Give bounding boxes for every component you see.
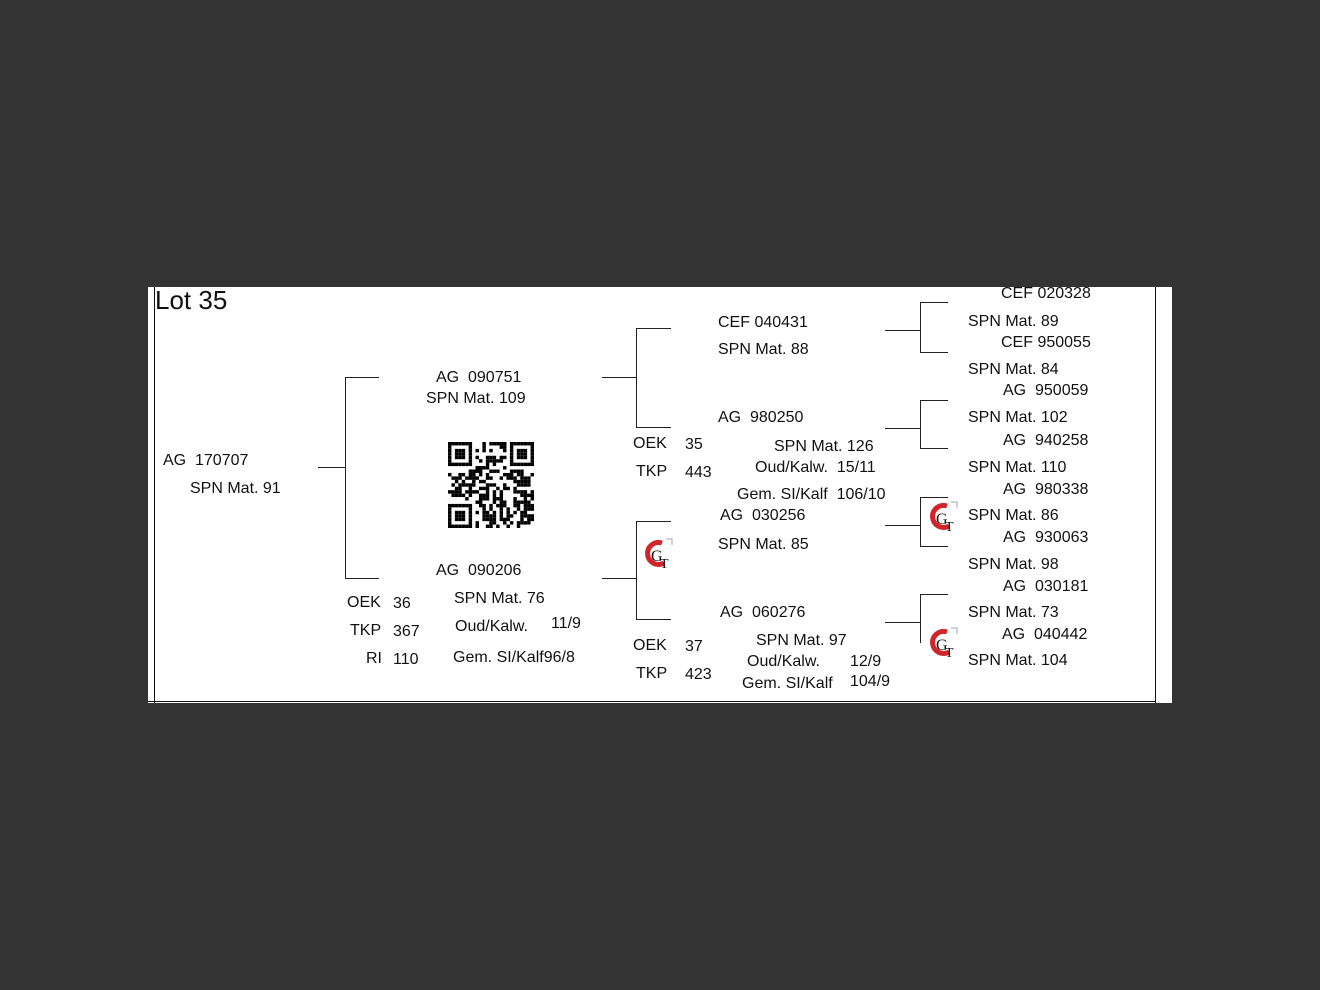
dam-tkp: 367 — [393, 623, 420, 640]
sire-spn: SPN Mat. 109 — [426, 390, 526, 407]
dam-dam-oud-label: Oud/Kalw. — [747, 653, 820, 670]
gen4-id: AG 930063 — [1003, 529, 1089, 546]
connector — [920, 497, 921, 546]
connector — [920, 594, 948, 595]
connector — [636, 619, 671, 620]
connector — [885, 428, 920, 429]
connector — [885, 622, 920, 623]
bottom-border — [148, 701, 1156, 702]
svg-text:T: T — [945, 520, 954, 534]
sire-dam-id: AG 980250 — [718, 409, 804, 426]
dam-dam-id: AG 060276 — [720, 604, 806, 621]
connector — [602, 578, 636, 579]
gen4-id: AG 980338 — [1003, 481, 1089, 498]
dam-dam-gem-label: Gem. SI/Kalf — [742, 675, 833, 692]
svg-text:G: G — [651, 548, 663, 565]
svg-text:G: G — [936, 637, 948, 654]
connector — [636, 328, 637, 427]
right-border — [1155, 287, 1156, 703]
dam-gem: Gem. SI/Kalf96/8 — [453, 649, 575, 666]
dam-oek-label: OEK — [347, 594, 381, 611]
connector — [636, 521, 671, 522]
dam-dam-gem: 104/9 — [850, 673, 891, 690]
gen4-id: AG 040442 — [1002, 626, 1088, 643]
connector — [920, 448, 948, 449]
connector — [345, 377, 346, 578]
sire-id: AG 090751 — [436, 369, 522, 386]
gen4-spn: SPN Mat. 102 — [968, 409, 1068, 426]
dam-id: AG 090206 — [436, 562, 522, 579]
connector — [885, 525, 920, 526]
sire-dam-spn: SPN Mat. 126 — [774, 438, 874, 455]
connector — [920, 497, 948, 498]
gen4-spn: SPN Mat. 98 — [968, 556, 1059, 573]
subject-spn: SPN Mat. 91 — [190, 480, 281, 497]
sire-dam-oek-label: OEK — [633, 435, 667, 452]
dam-sire-id: AG 030256 — [720, 507, 806, 524]
dam-dam-spn: SPN Mat. 97 — [756, 632, 847, 649]
connector — [885, 330, 920, 331]
connector — [345, 377, 379, 378]
svg-text:T: T — [945, 646, 954, 660]
svg-text:G: G — [936, 511, 948, 528]
sire-dam-tkp: 443 — [685, 464, 712, 481]
qr-code — [448, 442, 534, 528]
gen4-spn: SPN Mat. 110 — [968, 459, 1067, 476]
gen4-id: CEF 950055 — [1001, 334, 1091, 351]
gen4-spn: SPN Mat. 104 — [968, 652, 1068, 669]
connector — [602, 377, 636, 378]
gt-logo-icon: GT — [645, 538, 673, 571]
dam-dam-oud: 12/9 — [850, 653, 882, 670]
dam-dam-tkp: 423 — [685, 666, 712, 683]
connector — [920, 400, 948, 401]
gt-logo-icon: GT — [930, 627, 958, 660]
sire-sire-spn: SPN Mat. 88 — [718, 341, 809, 358]
dam-oud-label: Oud/Kalw. — [455, 618, 528, 635]
dam-sire-spn: SPN Mat. 85 — [718, 536, 809, 553]
sire-sire-id: CEF 040431 — [718, 314, 808, 331]
connector — [636, 521, 637, 619]
dam-oek: 36 — [393, 595, 411, 612]
left-border — [154, 287, 155, 703]
dam-ri-label: RI — [366, 650, 382, 667]
connector — [920, 546, 948, 547]
dam-dam-oek: 37 — [685, 638, 703, 655]
sire-dam-gem: Gem. SI/Kalf 106/10 — [737, 486, 886, 503]
dam-dam-oek-label: OEK — [633, 637, 667, 654]
dam-oud: 11/9 — [551, 615, 581, 632]
gen4-spn: SPN Mat. 86 — [968, 507, 1059, 524]
gen4-id: AG 030181 — [1003, 578, 1089, 595]
dam-ri: 110 — [393, 651, 419, 668]
gt-logo-icon: GT — [930, 501, 958, 534]
gen4-id: AG 950059 — [1003, 382, 1089, 399]
sire-dam-oek: 35 — [685, 436, 703, 453]
connector — [318, 467, 345, 468]
dam-dam-tkp-label: TKP — [636, 665, 668, 682]
lot-title: Lot 35 — [155, 287, 228, 315]
connector — [636, 427, 671, 428]
dam-spn: SPN Mat. 76 — [454, 590, 545, 607]
connector — [636, 328, 671, 329]
connector — [920, 302, 921, 352]
gen4-id: CEF 020328 — [1001, 287, 1091, 302]
gen4-spn: SPN Mat. 73 — [968, 604, 1059, 621]
connector — [920, 302, 948, 303]
connector — [345, 578, 379, 579]
connector — [920, 400, 921, 448]
gen4-id: AG 940258 — [1003, 432, 1089, 449]
sire-dam-tkp-label: TKP — [636, 463, 668, 480]
sire-dam-oud: Oud/Kalw. 15/11 — [755, 459, 876, 476]
gen4-spn: SPN Mat. 84 — [968, 361, 1059, 378]
svg-text:T: T — [660, 557, 669, 571]
subject-id: AG 170707 — [163, 452, 249, 469]
gen4-spn: SPN Mat. 89 — [968, 313, 1059, 330]
connector — [920, 352, 948, 353]
dam-tkp-label: TKP — [350, 622, 382, 639]
connector — [920, 594, 921, 643]
pedigree-sheet: Lot 35 AG 170707 SPN Mat. 91 AG 090751 S… — [148, 287, 1172, 703]
